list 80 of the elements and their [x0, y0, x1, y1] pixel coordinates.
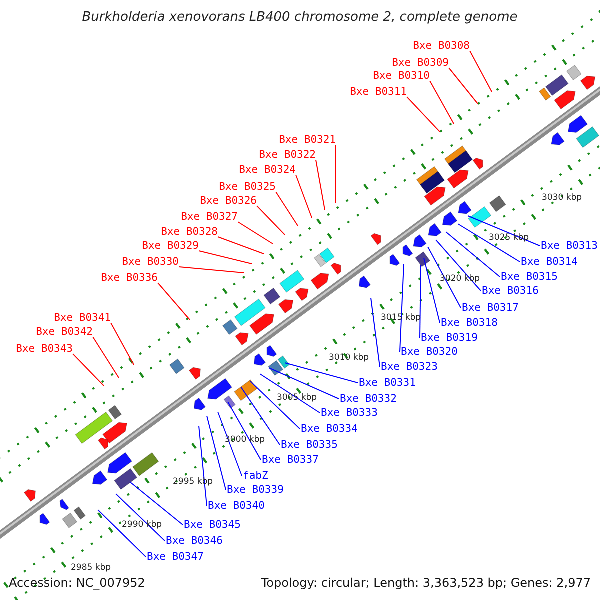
gene-label: Bxe_B0327: [181, 211, 238, 223]
gene-label: Bxe_B0321: [279, 134, 336, 146]
gene-label: Bxe_B0345: [184, 519, 241, 531]
leader-line: [420, 264, 422, 338]
gene-label: Bxe_B0330: [122, 256, 179, 268]
gene-label: Bxe_B0324: [239, 164, 296, 176]
scale-label: 2985 kbp: [71, 563, 112, 573]
gene-label: Bxe_B0319: [421, 332, 478, 344]
accession-text: Accession: NC_007952: [9, 576, 146, 590]
gene-label: Bxe_B0326: [200, 195, 257, 207]
gene-label: fabZ: [243, 470, 268, 482]
leader-line: [276, 192, 298, 226]
leader-line: [158, 282, 190, 320]
leader-line: [406, 96, 440, 132]
gene-label: Bxe_B0335: [281, 439, 338, 451]
leader-line: [72, 354, 104, 386]
gene-label: Bxe_B0332: [340, 393, 397, 405]
leader-line: [458, 224, 520, 262]
gene-label: Bxe_B0310: [373, 70, 430, 82]
leader-line: [218, 412, 242, 476]
gene-label: Bxe_B0322: [259, 149, 316, 161]
leader-line: [98, 510, 146, 558]
gene-label: Bxe_B0341: [54, 312, 111, 324]
gene-label: Bxe_B0346: [166, 535, 223, 547]
gene-label: Bxe_B0328: [161, 226, 218, 238]
gene-label: Bxe_B0347: [147, 551, 204, 563]
gene-label: Bxe_B0320: [401, 346, 458, 358]
scale-label: 3030 kbp: [542, 193, 582, 203]
leader-line: [268, 368, 340, 400]
leader-line: [400, 264, 404, 352]
gene-label: Bxe_B0311: [350, 86, 407, 98]
gene-label: Bxe_B0342: [36, 326, 93, 338]
gene-label: Bxe_B0329: [142, 240, 199, 252]
gene-label: Bxe_B0315: [501, 271, 558, 283]
gene-label: Bxe_B0313: [541, 240, 598, 252]
gene-label: Bxe_B0317: [462, 302, 519, 314]
leader-line: [316, 160, 326, 210]
leader-line: [206, 416, 226, 490]
map-title: Burkholderia xenovorans LB400 chromosome 2, complete genome: [81, 11, 519, 25]
leader-line: [238, 222, 274, 244]
leader-line: [424, 258, 440, 324]
leader-line: [470, 50, 492, 92]
scale-label: 3005 kbp: [277, 393, 318, 403]
gene-label: Bxe_B0314: [521, 256, 578, 268]
gene-label: Bxe_B0333: [321, 407, 378, 419]
leader-line: [448, 68, 478, 104]
leader-line: [250, 380, 300, 430]
scale-label: 3010 kbp: [329, 353, 370, 363]
leader-line: [284, 362, 358, 384]
leader-line: [116, 494, 166, 542]
leader-line: [256, 206, 286, 236]
leader-line: [92, 336, 120, 378]
leader-line: [296, 174, 312, 218]
gene-label: Bxe_B0339: [227, 484, 284, 496]
leader-line: [468, 216, 540, 246]
gene-label: Bxe_B0318: [441, 317, 498, 329]
leader-line: [110, 322, 134, 366]
gene-label: Bxe_B0331: [359, 377, 416, 389]
gene-label: Bxe_B0316: [482, 285, 539, 297]
leader-line: [240, 386, 280, 446]
gene-label: Bxe_B0334: [301, 423, 358, 435]
gene-label: Bxe_B0337: [262, 454, 319, 466]
gene-label: Bxe_B0309: [392, 57, 449, 69]
gene-label: Bxe_B0343: [16, 343, 73, 355]
gene-label: Bxe_B0308: [413, 40, 470, 52]
leader-line: [198, 250, 252, 264]
gene-label: Bxe_B0340: [208, 500, 265, 512]
gene-label: Bxe_B0325: [219, 181, 276, 193]
leader-line: [130, 482, 184, 526]
genome-summary-text: Topology: circular; Length: 3,363,523 bp; Genes: 2,977: [261, 576, 591, 590]
leader-line: [260, 374, 320, 414]
gene-label: Bxe_B0336: [101, 272, 158, 284]
leader-line: [178, 266, 244, 274]
leader-line: [370, 298, 380, 368]
leader-line: [228, 402, 262, 460]
leader-line: [430, 80, 454, 124]
scale-label: 2990 kbp: [122, 520, 162, 530]
gene-label: Bxe_B0323: [381, 361, 438, 373]
leader-line: [446, 232, 500, 278]
leader-line: [218, 236, 264, 254]
